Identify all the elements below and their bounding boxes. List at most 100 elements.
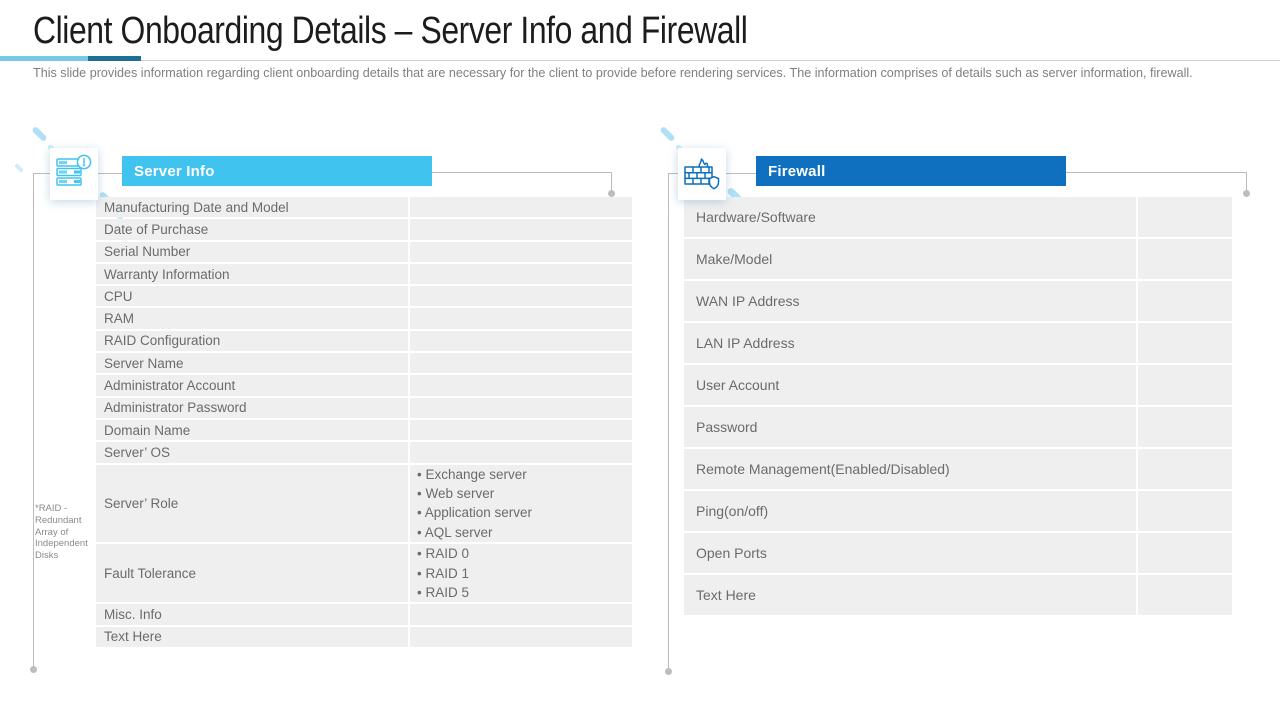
row-value [1138,449,1232,489]
row-value [1138,197,1232,237]
firewall-icon [684,158,720,190]
connector-dot [665,668,672,675]
row-label: WAN IP Address [684,281,1138,321]
table-row: Serial Number [96,241,632,262]
table-row: Make/Model [684,239,1232,279]
row-value [1138,239,1232,279]
row-value: • Exchange server • Web server • Applicati… [410,465,632,543]
server-info-header-label: Server Info [134,162,215,180]
table-row: User Account [684,365,1232,405]
table-row: Hardware/Software [684,197,1232,237]
row-value [410,420,632,440]
table-row: RAID Configuration [96,330,632,352]
row-value [1138,491,1232,531]
row-label: LAN IP Address [684,323,1138,363]
row-label: Remote Management(Enabled/Disabled) [684,449,1138,489]
row-value [410,331,632,351]
table-row: Administrator Account [96,375,632,396]
row-label: Serial Number [96,241,410,262]
row-label: Misc. Info [96,604,410,625]
table-row: Warranty Information [96,263,632,285]
table-row: Date of Purchase [96,219,632,240]
row-label: Text Here [684,575,1138,615]
row-label: RAM [96,308,410,329]
bullet-item: • AQL server [417,524,493,540]
row-label: Warranty Information [96,263,410,285]
bullet-item: • RAID 1 [417,565,469,581]
bullet-item: • RAID 0 [417,546,469,562]
row-label: RAID Configuration [96,330,410,352]
firewall-icon-card [678,148,726,200]
row-value [410,375,632,395]
firewall-header-label: Firewall [768,162,826,180]
slide-subtitle: This slide provides information regardin… [33,66,1193,80]
table-row: Server’ Role• Exchange server• Web serve… [96,464,632,543]
bullet-item: • Application server [417,505,533,521]
table-row: LAN IP Address [684,323,1232,363]
row-value [1138,407,1232,447]
connector-line [33,173,34,668]
connector-line [668,173,669,670]
row-label: Fault Tolerance [96,544,410,603]
row-value [410,219,632,239]
bullet-item: • Exchange server [417,466,527,482]
table-row: Ping(on/off) [684,491,1232,531]
row-label: Domain Name [96,419,410,441]
table-row: Fault Tolerance • RAID 0 • RAID 1 • RAID 5 [96,544,632,603]
table-row: Server Name [96,353,632,374]
table-row: Server’ OS [96,442,632,463]
table-row: Password [684,407,1232,447]
row-label: CPU [96,286,410,307]
table-row: Administrator Password [96,397,632,418]
connector-dot [608,190,615,197]
table-row: RAM [96,308,632,329]
row-value [410,442,632,462]
row-value [410,353,632,373]
connector-line [1066,172,1247,173]
server-info-header: Server Info [122,156,432,186]
row-value [410,286,632,306]
connector-dot [30,666,37,673]
table-row: Remote Management(Enabled/Disabled) [684,449,1232,489]
firewall-header: Firewall [756,156,1066,186]
row-label: Date of Purchase [96,219,410,240]
decor-dash [14,163,24,173]
row-label: Server’ OS [96,442,410,463]
row-value [410,242,632,262]
row-label: Server Name [96,353,410,374]
table-row: Text Here [96,626,632,647]
row-label: Text Here [96,626,410,647]
table-row: Open Ports [684,533,1232,573]
row-label: User Account [684,365,1138,405]
table-row: CPU [96,286,632,307]
row-value: • RAID 0 • RAID 1 • RAID 5 [410,544,632,602]
decor-dash [659,125,676,143]
row-label: Open Ports [684,533,1138,573]
row-value [1138,323,1232,363]
decor-dash [31,125,48,143]
page-title: Client Onboarding Details – Server Info … [33,10,748,52]
row-label: Manufacturing Date and Model [96,197,410,218]
title-rule [0,60,1280,61]
connector-line [432,172,612,173]
table-row: Misc. Info [96,604,632,625]
table-row: Text Here [684,575,1232,615]
server-info-icon-card [50,148,98,200]
row-value [1138,533,1232,573]
row-value [410,627,632,647]
server-alert-icon [56,154,92,186]
bullet-item: • Web server [417,485,495,501]
connector-dot [1243,190,1250,197]
row-value [1138,281,1232,321]
row-label: Administrator Password [96,397,410,418]
row-value [410,604,632,624]
row-value [410,308,632,328]
table-row: Domain Name [96,419,632,441]
row-label: Hardware/Software [684,197,1138,237]
bullet-item: • RAID 5 [417,585,469,600]
row-label: Administrator Account [96,375,410,396]
row-value [1138,365,1232,405]
